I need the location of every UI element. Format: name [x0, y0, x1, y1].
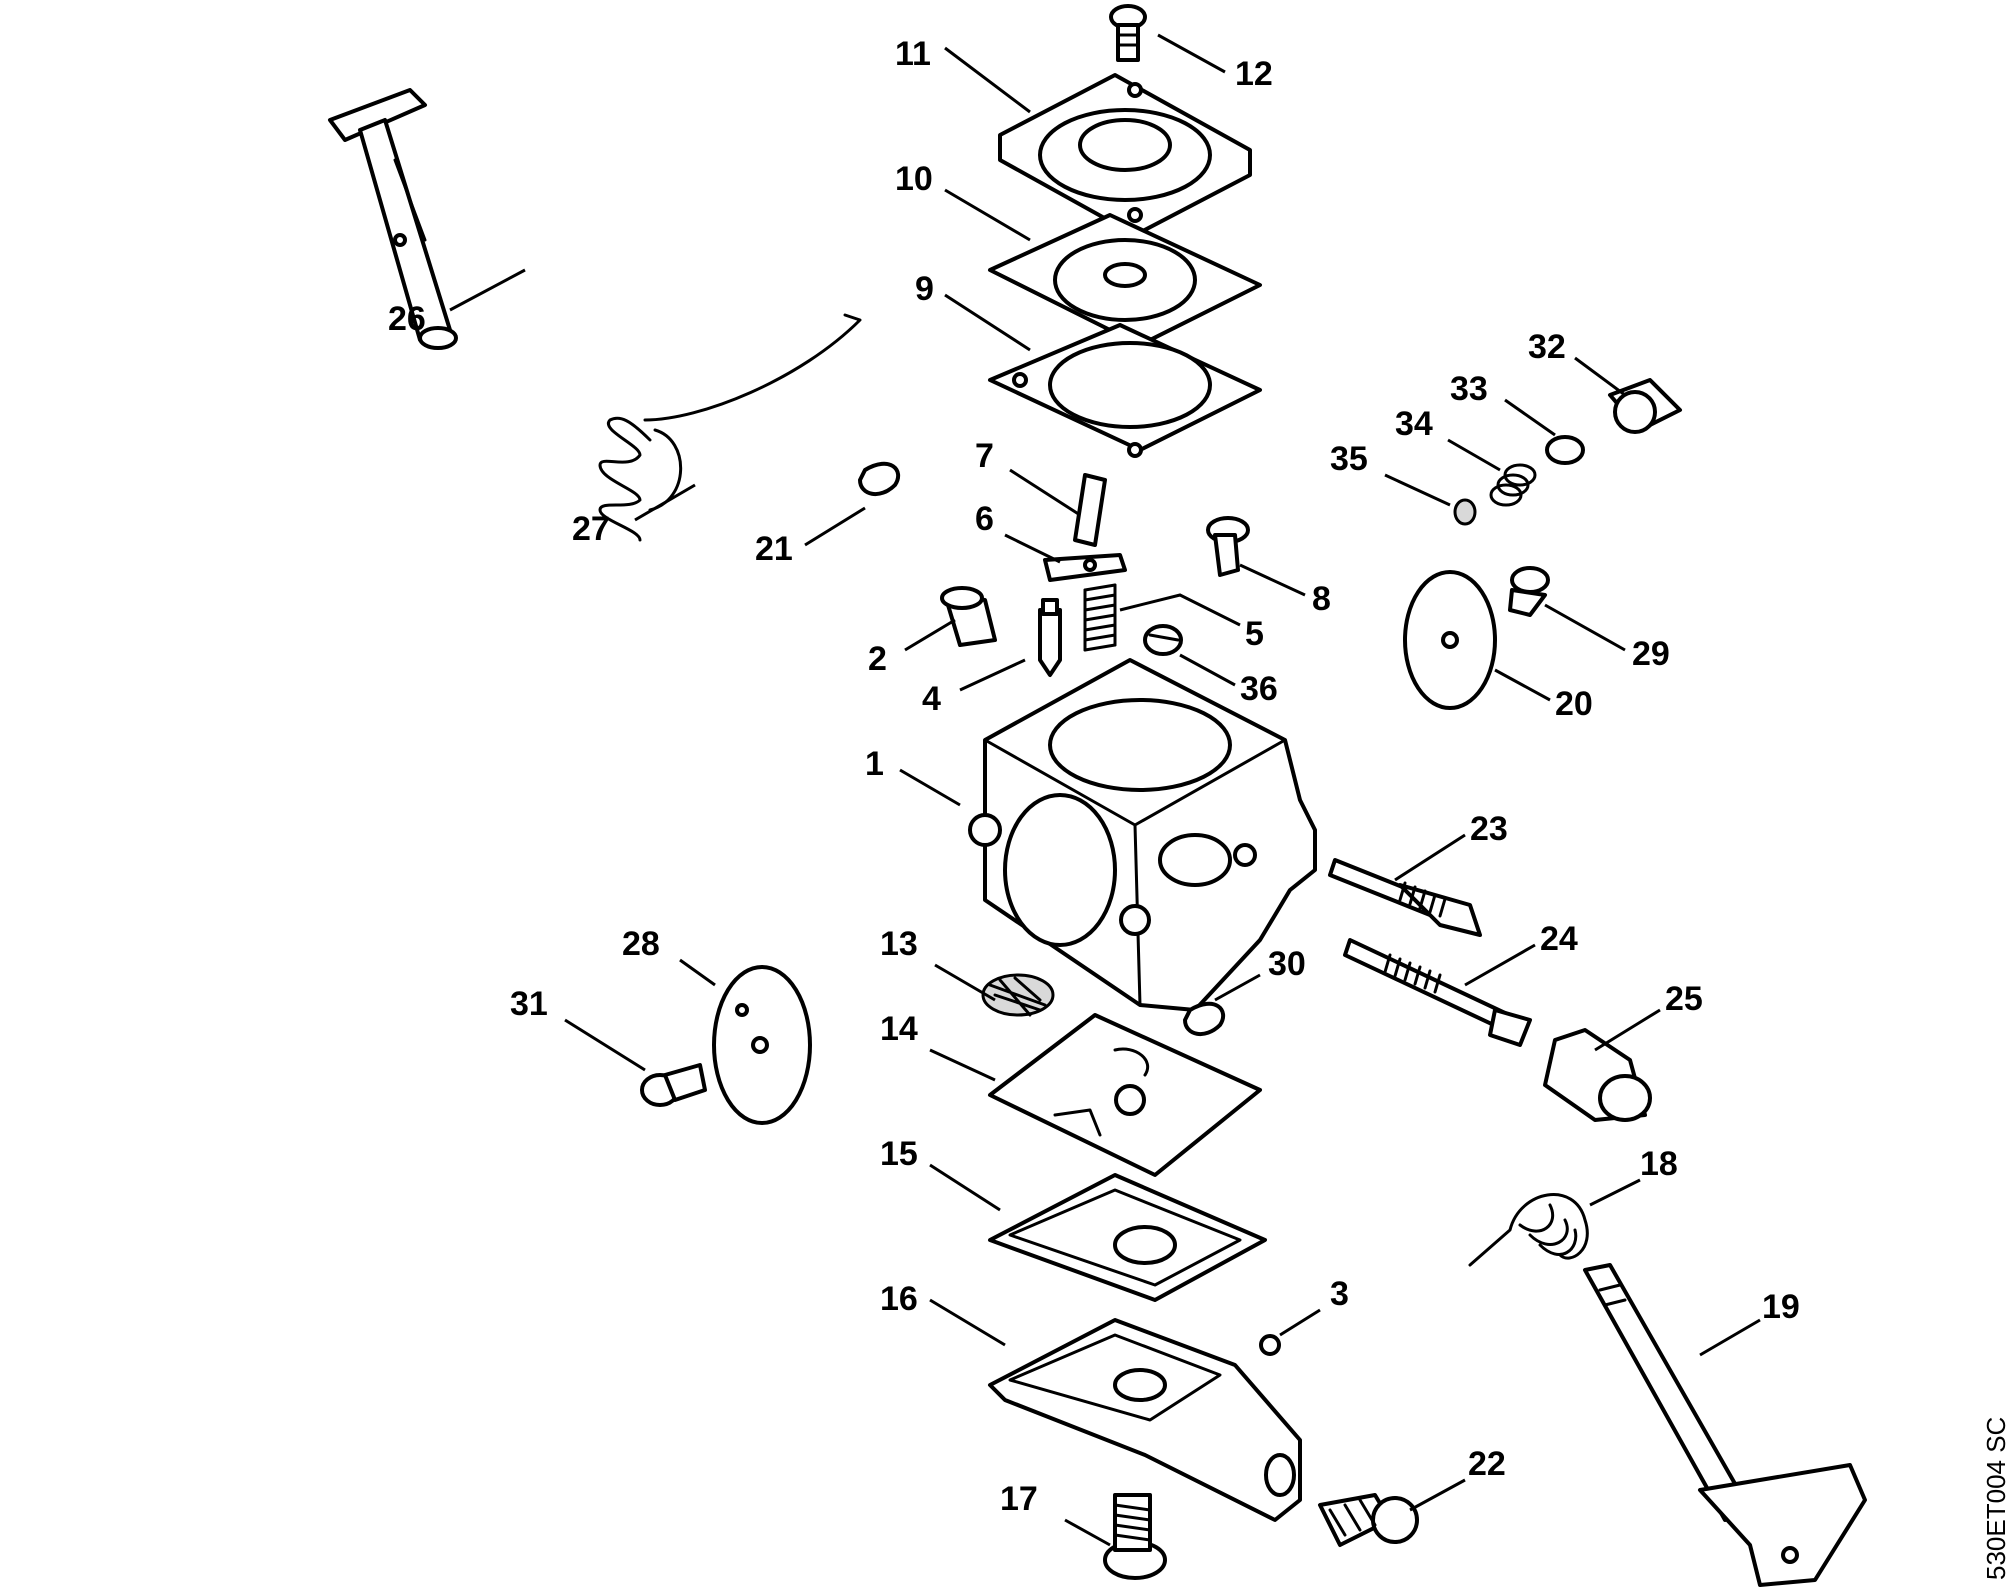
leader-lines — [449, 33, 1761, 1547]
callout-23: 23 — [1470, 810, 1508, 848]
callout-24: 24 — [1540, 920, 1578, 958]
part-22-screw — [1318, 1493, 1419, 1547]
callout-25: 25 — [1665, 980, 1703, 1018]
part-20-plate — [1403, 570, 1497, 710]
drawing-code: 530ET004 SC — [1981, 1417, 2011, 1580]
part-11-cover — [998, 73, 1252, 237]
callout-22: 22 — [1468, 1445, 1506, 1483]
callout-31: 31 — [510, 985, 548, 1023]
part-33-oring — [1545, 435, 1585, 465]
callout-6: 6 — [975, 500, 994, 538]
part-3-ball — [1259, 1334, 1281, 1356]
part-15-gasket — [988, 1173, 1267, 1302]
part-13-strainer — [981, 973, 1055, 1017]
part-8-screw — [1206, 516, 1250, 577]
part-9-gasket — [988, 323, 1262, 458]
callout-8: 8 — [1312, 580, 1331, 618]
part-23-adjusting-screw — [1328, 858, 1482, 937]
callout-16: 16 — [880, 1280, 918, 1318]
callout-12: 12 — [1235, 55, 1273, 93]
part-10-diaphragm — [988, 213, 1262, 347]
part-6-lever — [1043, 553, 1127, 582]
callout-17: 17 — [1000, 1480, 1038, 1518]
part-19-lever-shaft — [1583, 1263, 1867, 1587]
part-1-carburetor-body — [968, 658, 1317, 1012]
callout-1: 1 — [865, 745, 884, 783]
callout-15: 15 — [880, 1135, 918, 1173]
callout-27: 27 — [572, 510, 610, 548]
part-31-screw — [640, 1063, 707, 1107]
callout-10: 10 — [895, 160, 933, 198]
callout-21: 21 — [755, 530, 793, 568]
part-4-needle — [1038, 598, 1062, 677]
callout-9: 9 — [915, 270, 934, 308]
part-34-spring — [1489, 463, 1537, 507]
part-17-screw — [1103, 1493, 1167, 1580]
callout-11: 11 — [895, 35, 931, 73]
callout-33: 33 — [1450, 370, 1488, 408]
part-26-lever-shaft — [328, 88, 458, 350]
part-21-clip — [858, 461, 901, 496]
callout-20: 20 — [1555, 685, 1593, 723]
callout-13: 13 — [880, 925, 918, 963]
callout-18: 18 — [1640, 1145, 1678, 1183]
part-18-spring — [1468, 1193, 1589, 1267]
part-36-plug — [1143, 624, 1183, 656]
part-27-torsion-spring — [598, 313, 862, 542]
callout-5: 5 — [1245, 615, 1264, 653]
callout-30: 30 — [1268, 945, 1306, 983]
callout-3: 3 — [1330, 1275, 1349, 1313]
callout-34: 34 — [1395, 405, 1433, 443]
part-32-sleeve — [1608, 378, 1682, 434]
callout-36: 36 — [1240, 670, 1278, 708]
part-24-adjusting-screw — [1343, 938, 1532, 1047]
part-35-screen — [1453, 498, 1477, 526]
part-29-screw — [1508, 566, 1550, 617]
callout-26: 26 — [388, 300, 426, 338]
callout-7: 7 — [975, 437, 994, 475]
part-7-pin — [1073, 473, 1107, 547]
callout-labels: 1 2 3 4 5 6 7 8 9 10 11 12 13 14 15 16 1… — [388, 35, 1800, 1518]
callout-35: 35 — [1330, 440, 1368, 478]
callout-28: 28 — [622, 925, 660, 963]
callout-19: 19 — [1762, 1288, 1800, 1326]
part-28-plate — [712, 965, 812, 1125]
part-25-cap — [1543, 1028, 1652, 1122]
callout-14: 14 — [880, 1010, 918, 1048]
part-5-spring — [1083, 583, 1117, 652]
callout-32: 32 — [1528, 328, 1566, 366]
part-2-cap — [940, 586, 997, 647]
part-14-gasket — [988, 1013, 1262, 1177]
part-12-screw — [1109, 4, 1147, 62]
part-30-clip — [1183, 1001, 1226, 1036]
part-16-pump-cover — [988, 1318, 1302, 1522]
callout-2: 2 — [868, 640, 887, 678]
callout-29: 29 — [1632, 635, 1670, 673]
callout-4: 4 — [922, 680, 941, 718]
